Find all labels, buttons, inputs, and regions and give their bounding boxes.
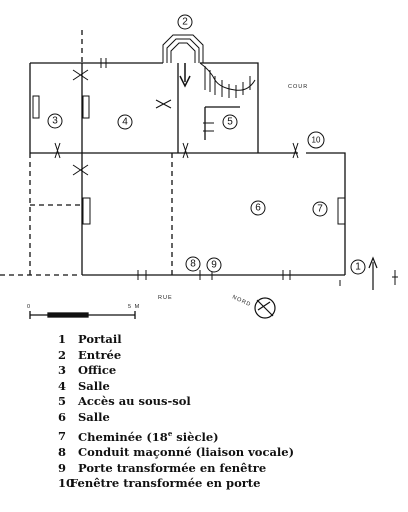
scale-end-label: 5 M [128,304,140,310]
room-marker-9 [206,257,222,273]
legend-number: 10 [58,476,75,491]
legend-item-2: 2 Entrée [58,348,388,364]
entrance-porch [162,34,204,63]
wall-east-upper [306,152,346,275]
room-marker-4 [117,114,133,130]
legend-text: Salle [78,378,110,393]
legend-item-3: 3 Office [58,363,388,379]
room-marker-8 [185,256,201,272]
legend-number: 4 [58,378,67,393]
north-compass [254,297,276,319]
room-label-4: 4 [122,117,128,128]
door-marks [54,58,341,286]
legend-text: Accès au sous-sol [78,394,191,409]
scale-bar-fill [47,312,89,318]
room-marker-7 [312,201,328,217]
legend-text: Office [78,363,117,378]
legend-text: Fenêtre transformée en porte [70,476,261,491]
room-marker-1 [350,259,366,275]
legend-item-8: 8 Conduit maçonné (liaison vocale) [58,445,388,461]
legend-item-7: 7 Cheminée (18e siècle) [58,426,388,445]
legend-number: 5 [58,394,67,409]
legend-number: 9 [58,460,67,475]
legend-number: 6 [58,409,67,424]
legend-item-9: 9 Porte transformée en fenêtre [58,461,388,477]
room-marker-2 [177,14,193,30]
legend-item-1: 1 Portail [58,332,388,348]
room-marker-6 [250,200,266,216]
portal-arrow [368,256,378,290]
chimney-room-3 [32,95,40,119]
legend-text: Porte transformée en fenêtre [78,460,267,475]
legend-number: 7 [58,429,67,444]
scale-start-label: 0 [27,304,31,310]
entrance-arrow [179,63,191,88]
cour-annotation: COUR [288,84,308,90]
chimney-room-4 [82,95,90,119]
room-label-8: 8 [190,259,196,270]
room-label-2: 2 [182,17,188,28]
legend-item-4: 4 Salle [58,379,388,395]
nord-annotation: NORD [231,294,252,308]
door-5 [203,122,214,132]
legend-item-10: 10Fenêtre transformée en porte [58,476,388,492]
legend-number: 8 [58,444,67,459]
legend-number: 1 [58,332,67,346]
room-marker-10 [307,131,325,149]
legend-number: 2 [58,347,67,362]
floor-plan: 1 2 3 4 5 6 7 8 9 10 COUR RUE NORD 0 5 M [0,14,398,319]
room-label-1: 1 [355,262,361,273]
chimney-west [82,197,91,225]
room-label-3: 3 [52,116,58,127]
room-label-7: 7 [317,204,323,215]
section-mark [392,270,398,285]
room-marker-3 [47,113,63,129]
room-label-6: 6 [255,203,261,214]
legend-item-5: 5 Accès au sous-sol [58,394,388,410]
legend-text: Salle [78,409,110,424]
legend-superscript: e [167,428,173,438]
legend-text-after: siècle) [172,429,219,444]
stair [199,62,256,98]
wall-top-right [200,62,259,153]
legend-number: 3 [58,363,67,378]
room-label-10: 10 [312,136,321,145]
legend-text: Portail [78,332,122,346]
chimney-room-7 [337,197,346,225]
legend-text: Conduit maçonné (liaison vocale) [78,444,295,459]
legend-text: Entrée [78,347,122,362]
legend-item-6: 6 Salle [58,410,388,426]
room-label-5: 5 [227,117,233,128]
north-compass-needle [256,299,274,317]
rue-annotation: RUE [158,295,173,301]
room-marker-5 [222,114,238,130]
legend-text: Cheminée (18 [78,429,168,444]
room-label-9: 9 [211,260,217,271]
